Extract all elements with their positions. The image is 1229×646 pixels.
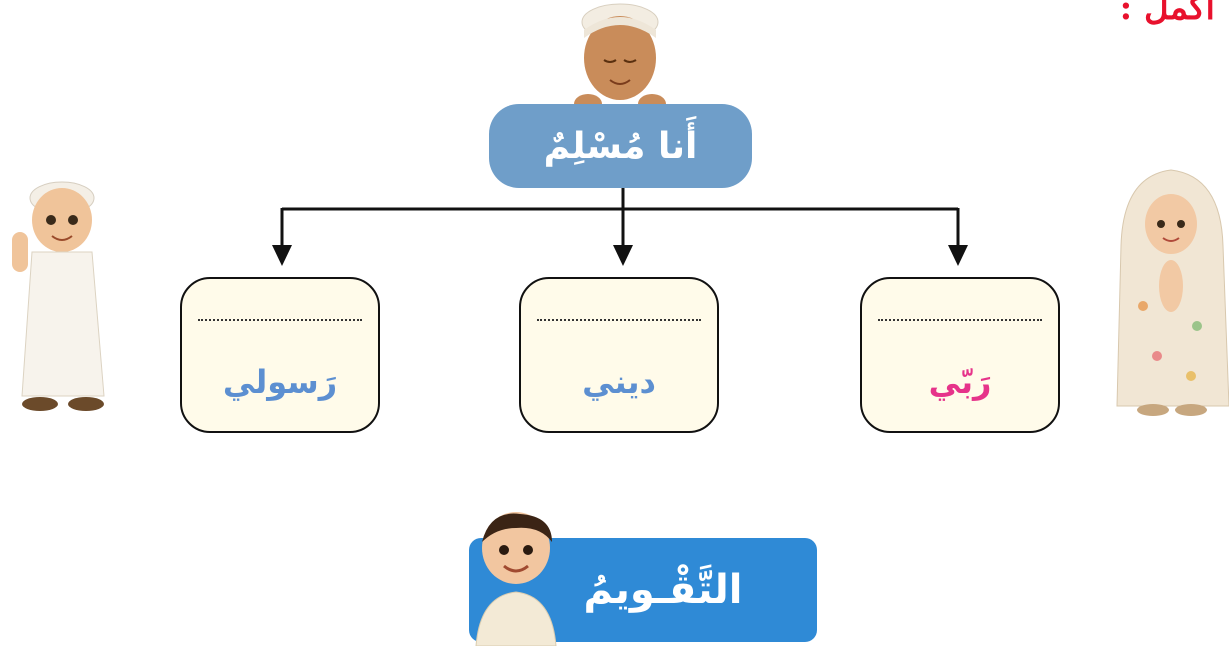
instruction-text: أكمل :	[1119, 0, 1215, 28]
answer-blank-line[interactable]	[878, 319, 1042, 321]
arrow-right	[948, 245, 968, 266]
answer-card-dini[interactable]: ديني	[519, 277, 719, 433]
boy-banner-illustration	[475, 512, 557, 646]
boy-peeking-illustration	[574, 3, 666, 114]
answer-card-rasuli[interactable]: رَسولي	[180, 277, 380, 433]
arrow-left	[272, 245, 292, 266]
answer-blank-line[interactable]	[198, 319, 362, 321]
arrow-middle	[613, 245, 633, 266]
girl-praying-illustration	[1116, 169, 1229, 416]
boy-pointing-illustration	[12, 181, 105, 411]
answer-card-rabbi[interactable]: رَبّي	[860, 277, 1060, 433]
page-title: أَنا مُسْلِمٌ	[489, 104, 752, 188]
card-label: رَبّي	[928, 363, 992, 401]
answer-blank-line[interactable]	[537, 319, 701, 321]
card-label: ديني	[582, 363, 656, 401]
card-label: رَسولي	[222, 363, 338, 401]
